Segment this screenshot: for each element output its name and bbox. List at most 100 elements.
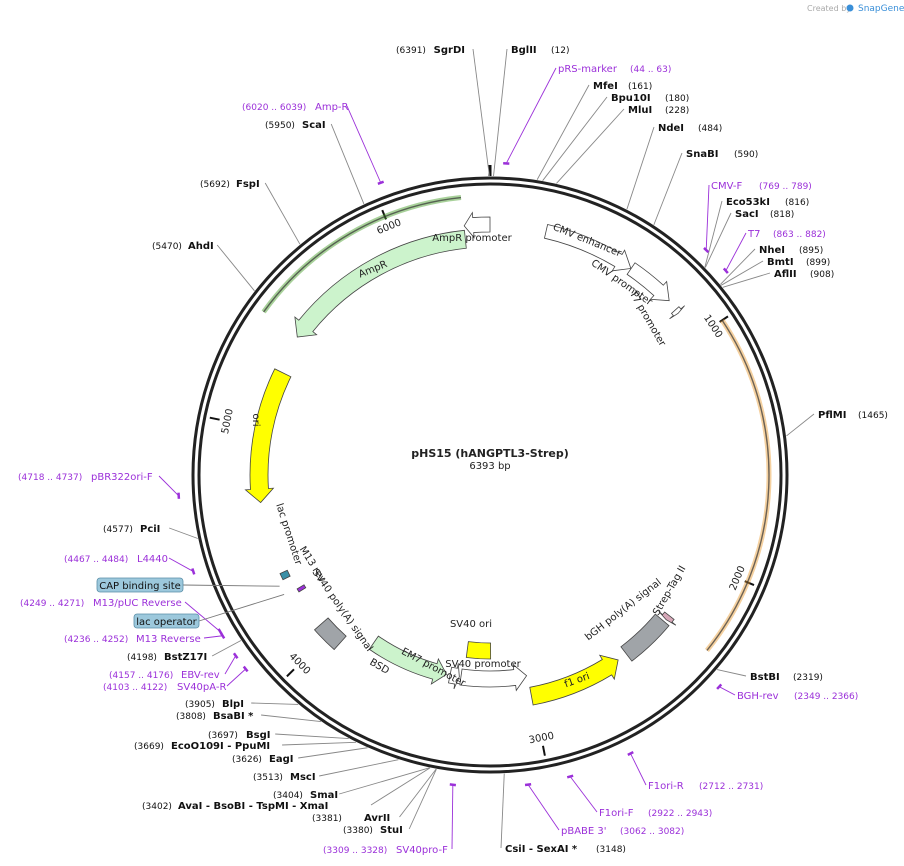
credit-brand[interactable]: SnapGene: [858, 4, 904, 14]
primer-t7[interactable]: T7: [747, 229, 760, 240]
enzyme-position: (5470): [152, 242, 182, 252]
feature-bgh-poly-a-signal[interactable]: [620, 613, 670, 662]
feature-bsd[interactable]: [368, 635, 448, 685]
enzyme-bsgi[interactable]: BsgI: [246, 730, 270, 741]
enzyme-bsabi[interactable]: BsaBI *: [213, 711, 254, 722]
enzyme-saci[interactable]: SacI: [735, 209, 759, 220]
enzyme-scai[interactable]: ScaI: [302, 120, 326, 131]
primer-ebv-rev[interactable]: EBV-rev: [181, 670, 220, 681]
regulatory-label-lac-operator: lac operator: [136, 617, 197, 628]
feature-ori[interactable]: [244, 368, 292, 504]
enzyme-position: (3905): [185, 700, 215, 710]
enzyme-avai-bsobi-tspmi-xmai[interactable]: AvaI - BsoBI - TspMI - XmaI: [178, 801, 328, 812]
primer-pbabe-3[interactable]: pBABE 3': [561, 826, 607, 837]
enzyme-nhei[interactable]: NheI: [759, 245, 785, 256]
enzyme-pflmi[interactable]: PflMI: [818, 410, 846, 421]
enzyme-smai[interactable]: SmaI: [310, 790, 338, 801]
primer-prs-marker[interactable]: pRS-marker: [558, 64, 618, 75]
primer-site-mark: [217, 628, 223, 635]
enzyme-position: (895): [799, 246, 823, 256]
regulatory-label-cap-binding-site: CAP binding site: [99, 581, 181, 592]
tick-label: 5000: [220, 408, 236, 435]
primer-leader: [718, 686, 736, 696]
enzyme-msci[interactable]: MscI: [290, 772, 316, 783]
enzyme-leader: [408, 768, 437, 830]
enzyme-pcii[interactable]: PciI: [140, 524, 160, 535]
primer-f1ori-f[interactable]: F1ori-F: [599, 808, 634, 819]
primer-sv40pro-f[interactable]: SV40pro-F: [396, 845, 448, 856]
enzyme-position: (3697): [208, 731, 238, 741]
enzyme-csii-sexai[interactable]: CsiI - SexAI *: [505, 844, 578, 855]
primer-leader: [725, 232, 747, 271]
backbone-inner: [197, 182, 783, 768]
enzyme-bpu10i[interactable]: Bpu10I: [611, 93, 651, 104]
primer-sv40pa-r[interactable]: SV40pA-R: [177, 682, 226, 693]
primer-site-mark: [524, 783, 532, 787]
feature-sv40-poly-a-signal[interactable]: [313, 617, 347, 651]
enzyme-eagi[interactable]: EagI: [269, 754, 293, 765]
feature-ampr-promoter[interactable]: [463, 211, 491, 239]
feature-label-sv40-promoter: SV40 promoter: [445, 659, 521, 670]
enzyme-leader: [653, 152, 683, 226]
enzyme-avrii[interactable]: AvrII: [364, 813, 390, 824]
primer-site-mark: [627, 751, 634, 757]
primer-position: (6020 .. 6039): [242, 103, 306, 113]
enzyme-leader: [704, 200, 723, 268]
primer-leader: [505, 67, 557, 164]
enzyme-ndei[interactable]: NdeI: [658, 123, 684, 134]
primer-site-mark: [449, 783, 457, 787]
enzyme-ecoo109i-ppumi[interactable]: EcoO109I - PpuMI: [171, 741, 270, 752]
primer-cmv-f[interactable]: CMV-F: [711, 181, 742, 192]
enzyme-leader: [716, 669, 747, 677]
feature-label-sv40-ori: SV40 ori: [450, 619, 492, 630]
primer-m13-puc-reverse[interactable]: M13/pUC Reverse: [93, 598, 182, 609]
primer-site-mark: [232, 652, 239, 659]
enzyme-position: (908): [810, 270, 834, 280]
enzyme-sgrdi[interactable]: SgrDI: [434, 45, 465, 56]
primer-m13-reverse[interactable]: M13 Reverse: [136, 634, 201, 645]
feature-em7-promoter[interactable]: [448, 663, 460, 690]
primer-pbr322ori-f[interactable]: pBR322ori-F: [91, 472, 153, 483]
enzyme-leader: [536, 84, 590, 180]
enzyme-position: (161): [628, 82, 652, 92]
enzyme-eco53ki[interactable]: Eco53kI: [726, 197, 770, 208]
enzyme-leader: [339, 767, 430, 795]
enzyme-snabi[interactable]: SnaBI: [686, 149, 718, 160]
enzyme-leader: [720, 260, 764, 286]
enzyme-bmti[interactable]: BmtI: [767, 257, 794, 268]
enzyme-position: (818): [770, 210, 794, 220]
enzyme-mlui[interactable]: MluI: [628, 105, 652, 116]
regulatory-box-cap-binding-site[interactable]: [96, 577, 184, 593]
enzyme-leader: [704, 212, 732, 268]
feature-m13-rev[interactable]: [296, 584, 307, 593]
enzyme-bstz17i[interactable]: BstZ17I: [164, 652, 207, 663]
feature-sv40-promoter[interactable]: [459, 663, 528, 692]
enzyme-blpi[interactable]: BlpI: [222, 699, 244, 710]
enzyme-stui[interactable]: StuI: [380, 825, 403, 836]
primer-l4440[interactable]: L4440: [137, 554, 168, 565]
feature-strep-tag-ii[interactable]: [658, 611, 677, 626]
feature-cmv-promoter[interactable]: [626, 262, 670, 302]
primer-site-mark: [566, 774, 574, 779]
primer-leader: [184, 601, 221, 632]
enzyme-ahdi[interactable]: AhdI: [188, 241, 214, 252]
primer-f1ori-r[interactable]: F1ori-R: [648, 781, 684, 792]
enzyme-mfei[interactable]: MfeI: [593, 81, 618, 92]
enzyme-bstbi[interactable]: BstBI: [750, 672, 780, 683]
enzyme-bglii[interactable]: BglII: [511, 45, 537, 56]
feature-t7-promoter[interactable]: [669, 305, 685, 320]
feature-lac-promoter[interactable]: [279, 569, 291, 581]
enzyme-fspi[interactable]: FspI: [236, 179, 260, 190]
enzyme-position: (2319): [793, 673, 823, 683]
feature-label-ori: ori: [250, 413, 261, 426]
feature-sv40-ori[interactable]: [465, 641, 492, 660]
feature-ampr[interactable]: [294, 229, 467, 338]
primer-amp-r[interactable]: Amp-R: [315, 102, 349, 113]
leader-lines: [158, 48, 815, 850]
feature-f1-ori[interactable]: [529, 654, 619, 706]
primer-leader: [346, 105, 382, 183]
enzyme-aflii[interactable]: AflII: [774, 269, 797, 280]
primer-bgh-rev[interactable]: BGH-rev: [737, 691, 779, 702]
regulatory-box-lac-operator[interactable]: [133, 613, 200, 629]
enzyme-position: (590): [734, 150, 758, 160]
